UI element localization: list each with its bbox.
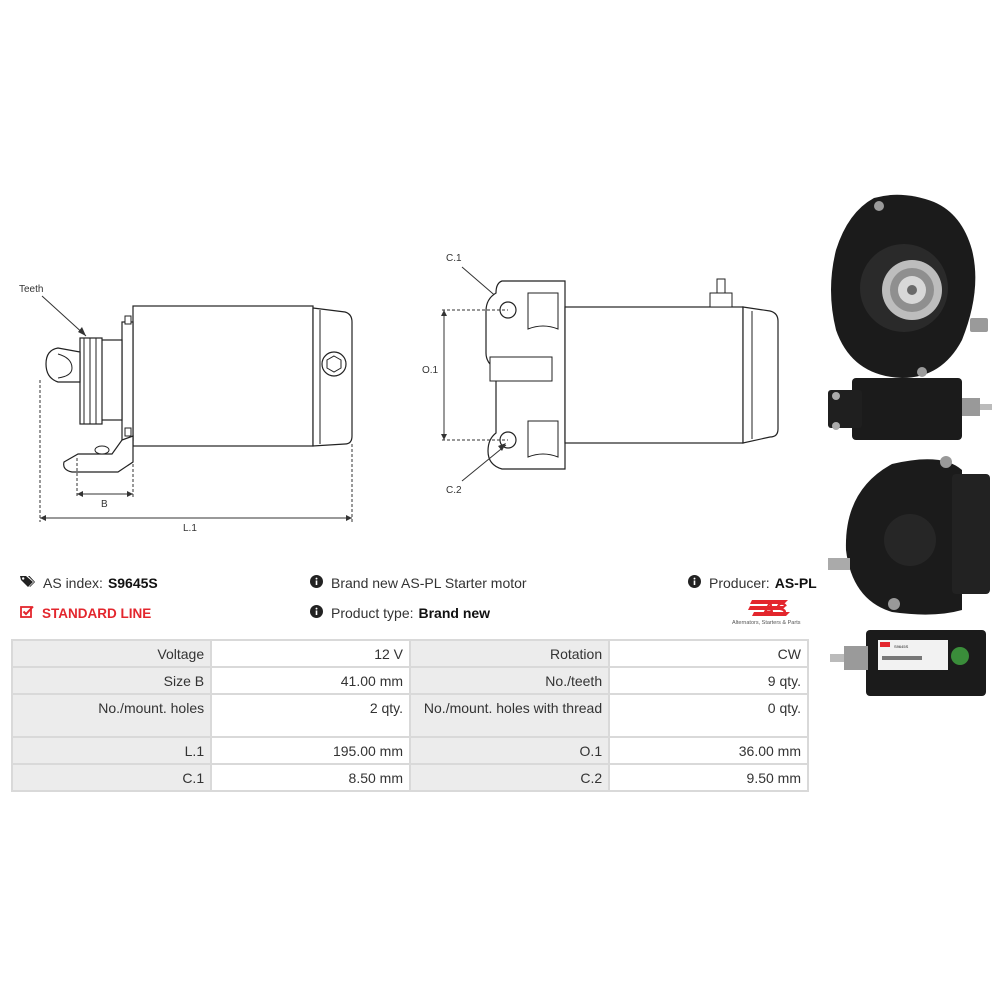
info-icon [310,605,323,621]
as-index-value: S9645S [107,575,158,591]
spec-label: Voltage [10,639,213,668]
spec-label: Size B [10,666,213,695]
standard-line-label: STANDARD LINE [42,606,152,621]
standard-line-row: STANDARD LINE [20,605,151,622]
mount-hole [94,445,110,455]
spec-value: 2 qty. [210,693,412,738]
product-type-row: Product type: Brand new [310,605,490,621]
table-row: Voltage 12 V Rotation CW [10,639,809,668]
teeth-label: Teeth [19,284,43,295]
logo-text: AS [761,600,787,620]
description-row: Brand new AS-PL Starter motor [310,575,527,591]
tags-icon [20,575,35,591]
bolt-bottom [124,427,132,437]
producer-row: Producer: AS-PL [688,575,817,591]
producer-value: AS-PL [774,575,817,591]
table-row: L.1 195.00 mm O.1 36.00 mm [10,736,809,765]
spec-label: C.2 [409,763,611,792]
side-view-drawing: Teeth B L.1 [19,284,353,534]
dim-l1-label: L.1 [183,523,197,534]
spec-value: 0 qty. [608,693,809,738]
teeth-arrowhead [78,327,86,336]
product-type-label: Product type: [331,605,414,621]
bolt-top [124,315,132,325]
dim-b-label: B [101,499,108,510]
photo-side-view: S9645S [830,630,986,696]
flange [121,321,134,441]
table-row: Size B 41.00 mm No./teeth 9 qty. [10,666,809,695]
teeth-leader-line [41,295,87,337]
photo-label-code: S9645S [894,644,909,649]
terminal-hex [326,355,342,373]
spec-label: L.1 [10,736,213,765]
spec-value: 12 V [210,639,412,668]
product-photos: S9645S [828,194,992,696]
pinion-gear [79,337,103,425]
info-icon [688,575,701,591]
producer-label: Producer: [709,575,770,591]
table-row: C.1 8.50 mm C.2 9.50 mm [10,763,809,792]
spec-label: Rotation [409,639,611,668]
center-slot [489,356,553,382]
motor-body [132,305,314,447]
motor-body-front [564,306,744,444]
dim-c1-label: C.1 [446,253,462,264]
photo-rear-view [828,456,990,615]
photo-front-view [831,194,988,378]
spec-label: No./mount. holes [10,693,213,738]
pinion-housing [99,339,123,421]
spec-value: 41.00 mm [210,666,412,695]
as-pl-logo: AS [748,600,790,620]
mount-bracket [63,435,134,473]
end-cap [312,307,353,447]
spec-value: 8.50 mm [210,763,412,792]
spec-label: O.1 [409,736,611,765]
front-view-drawing: C.1 O.1 C.2 [422,253,779,496]
spec-value: 9.50 mm [608,763,809,792]
spec-label: No./teeth [409,666,611,695]
check-square-icon [20,605,34,622]
dim-c2-label: C.2 [446,485,462,496]
spec-label: No./mount. holes with thread [409,693,611,738]
table-row: No./mount. holes 2 qty. No./mount. holes… [10,693,809,738]
dim-o1-label: O.1 [422,365,439,376]
spec-value: 36.00 mm [608,736,809,765]
description-text: Brand new AS-PL Starter motor [331,575,527,591]
spec-value: CW [608,639,809,668]
photo-top-view [828,378,992,440]
spec-label: C.1 [10,763,213,792]
specs-table: Voltage 12 V Rotation CW Size B 41.00 mm… [10,639,809,792]
spec-value: 9 qty. [608,666,809,695]
as-index-label: AS index: [43,575,103,591]
as-index-row: AS index: S9645S [20,575,158,591]
spec-value: 195.00 mm [210,736,412,765]
info-icon [310,575,323,591]
terminal-post [709,292,733,308]
product-type-value: Brand new [418,605,491,621]
shaft-nose [45,347,81,383]
logo-subtitle: Alternators, Starters & Parts [732,620,801,626]
